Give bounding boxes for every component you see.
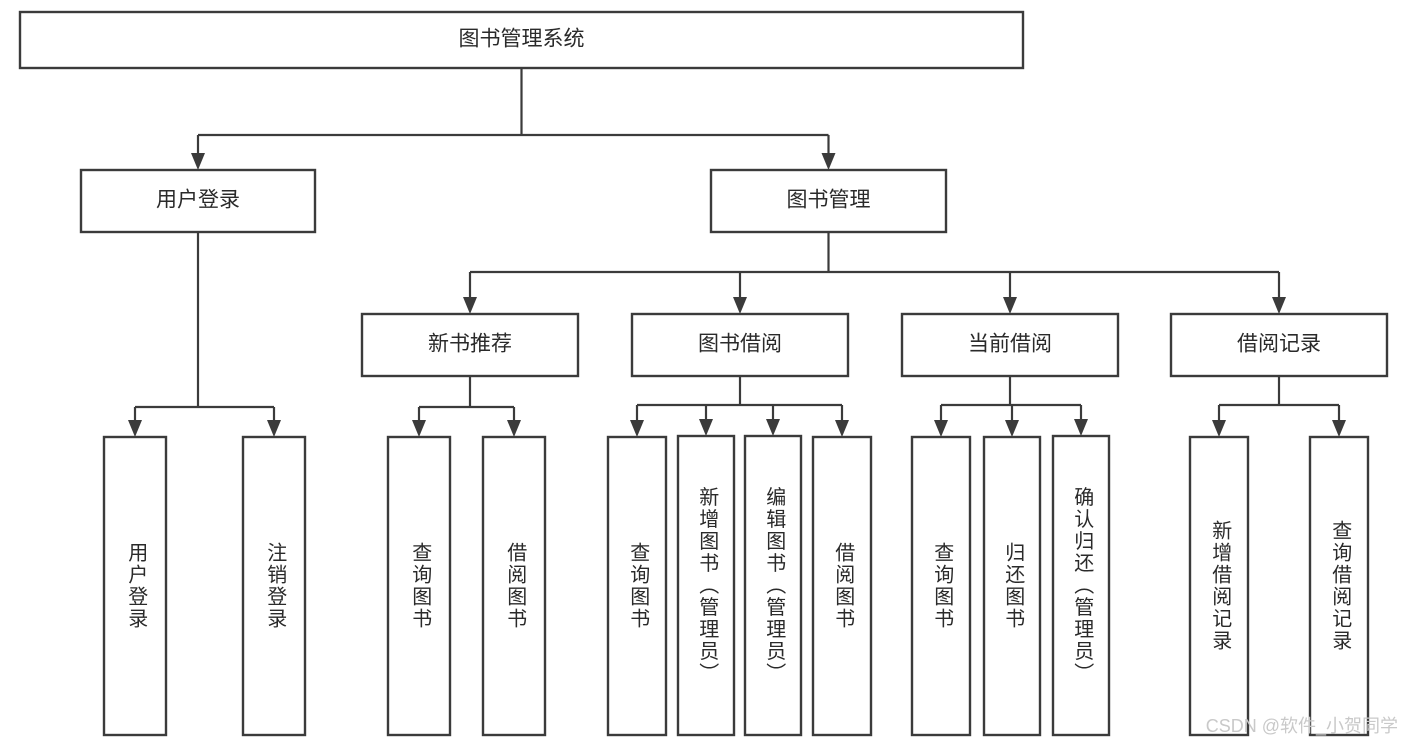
arrow-head-icon: [821, 153, 836, 170]
node-root[interactable]: 图书管理系统: [18, 10, 1025, 70]
node-leaf-query-book-rec-box: [386, 435, 452, 737]
node-leaf-borrow-book-rec-box: [481, 435, 547, 737]
arrow-head-icon: [412, 420, 426, 437]
arrow-head-icon: [934, 420, 948, 437]
node-borrow-record[interactable]: 借阅记录: [1169, 312, 1389, 378]
node-book-manage-box: [709, 168, 948, 234]
node-leaf-borrow-book-rec[interactable]: 借阅图书: [481, 435, 547, 737]
node-layer: 图书管理系统用户登录图书管理新书推荐图书借阅当前借阅借阅记录用户登录注销登录查询…: [18, 10, 1389, 737]
edge-group-borrow-record: [1212, 376, 1346, 437]
node-user-login-label: 用户登录: [156, 189, 240, 212]
arrow-head-icon: [699, 419, 713, 436]
node-leaf-query-borrow-record-label: 查询借阅记录: [1329, 520, 1352, 652]
edge-group-root: [191, 68, 836, 170]
node-leaf-query-borrow-record[interactable]: 查询借阅记录: [1308, 435, 1370, 737]
node-leaf-user-logout[interactable]: 注销登录: [241, 435, 307, 737]
node-leaf-return-book-box: [982, 435, 1042, 737]
node-leaf-add-borrow-record-label: 新增借阅记录: [1209, 520, 1232, 652]
node-user-login-box: [79, 168, 317, 234]
arrow-head-icon: [267, 420, 281, 437]
node-leaf-edit-book-admin[interactable]: 编辑图书（管理员）: [743, 434, 803, 737]
node-book-manage-label: 图书管理: [787, 189, 871, 212]
node-leaf-edit-book-admin-label: 编辑图书（管理员）: [763, 486, 786, 684]
node-leaf-borrow-book-rec-label: 借阅图书: [504, 542, 527, 630]
edge-group-user-login: [128, 232, 281, 437]
node-leaf-query-book-borrow[interactable]: 查询图书: [606, 435, 668, 737]
edge-group-current-borrow: [934, 376, 1088, 437]
node-book-borrow-box: [630, 312, 850, 378]
arrow-head-icon: [1272, 297, 1286, 314]
node-leaf-query-borrow-record-box: [1308, 435, 1370, 737]
edge-group-new-book-rec: [412, 376, 521, 437]
node-leaf-add-borrow-record-box: [1188, 435, 1250, 737]
arrow-head-icon: [766, 419, 780, 436]
edge-group-book-manage: [463, 232, 1286, 314]
node-leaf-return-book-label: 归还图书: [1002, 542, 1025, 630]
node-leaf-query-book-rec[interactable]: 查询图书: [386, 435, 452, 737]
arrow-head-icon: [630, 420, 644, 437]
node-leaf-query-book-current-label: 查询图书: [931, 542, 954, 630]
node-leaf-user-logout-box: [241, 435, 307, 737]
node-new-book-rec-box: [360, 312, 580, 378]
node-leaf-add-book-admin-label: 新增图书（管理员）: [696, 486, 719, 684]
node-leaf-query-book-borrow-box: [606, 435, 668, 737]
node-leaf-borrow-book-label: 借阅图书: [832, 542, 855, 630]
node-leaf-borrow-book[interactable]: 借阅图书: [811, 435, 873, 737]
node-leaf-query-book-current[interactable]: 查询图书: [910, 435, 972, 737]
arrow-head-icon: [1332, 420, 1346, 437]
arrow-head-icon: [1003, 297, 1017, 314]
node-leaf-confirm-return-admin-label: 确认归还（管理员）: [1071, 486, 1094, 684]
node-new-book-rec[interactable]: 新书推荐: [360, 312, 580, 378]
node-borrow-record-label: 借阅记录: [1237, 333, 1321, 356]
node-current-borrow-label: 当前借阅: [968, 333, 1052, 356]
node-leaf-edit-book-admin-box: [743, 434, 803, 737]
connector-layer: [128, 68, 1346, 437]
node-leaf-query-book-rec-label: 查询图书: [409, 542, 432, 630]
node-leaf-user-login-box: [102, 435, 168, 737]
node-current-borrow[interactable]: 当前借阅: [900, 312, 1120, 378]
node-leaf-add-borrow-record[interactable]: 新增借阅记录: [1188, 435, 1250, 737]
node-leaf-add-book-admin[interactable]: 新增图书（管理员）: [676, 434, 736, 737]
node-book-borrow-label: 图书借阅: [698, 333, 782, 356]
arrow-head-icon: [128, 420, 142, 437]
node-root-label: 图书管理系统: [459, 28, 585, 51]
node-leaf-borrow-book-box: [811, 435, 873, 737]
node-leaf-return-book[interactable]: 归还图书: [982, 435, 1042, 737]
node-book-borrow[interactable]: 图书借阅: [630, 312, 850, 378]
node-leaf-confirm-return-admin-box: [1051, 434, 1111, 737]
arrow-head-icon: [1212, 420, 1226, 437]
node-leaf-query-book-current-box: [910, 435, 972, 737]
node-leaf-add-book-admin-box: [676, 434, 736, 737]
arrow-head-icon: [463, 297, 477, 314]
node-leaf-user-logout-label: 注销登录: [264, 542, 287, 630]
node-borrow-record-box: [1169, 312, 1389, 378]
arrow-head-icon: [507, 420, 521, 437]
node-leaf-confirm-return-admin[interactable]: 确认归还（管理员）: [1051, 434, 1111, 737]
arrow-head-icon: [1074, 419, 1088, 436]
node-leaf-user-login[interactable]: 用户登录: [102, 435, 168, 737]
node-leaf-user-login-label: 用户登录: [125, 542, 148, 630]
node-user-login[interactable]: 用户登录: [79, 168, 317, 234]
arrow-head-icon: [835, 420, 849, 437]
node-root-box: [18, 10, 1025, 70]
node-book-manage[interactable]: 图书管理: [709, 168, 948, 234]
arrow-head-icon: [733, 297, 747, 314]
edge-group-book-borrow: [630, 376, 849, 437]
arrow-head-icon: [1005, 420, 1019, 437]
node-current-borrow-box: [900, 312, 1120, 378]
node-leaf-query-book-borrow-label: 查询图书: [627, 542, 650, 630]
node-new-book-rec-label: 新书推荐: [428, 333, 512, 356]
arrow-head-icon: [191, 153, 205, 170]
watermark: CSDN @软件_小贺同学: [1206, 716, 1398, 737]
